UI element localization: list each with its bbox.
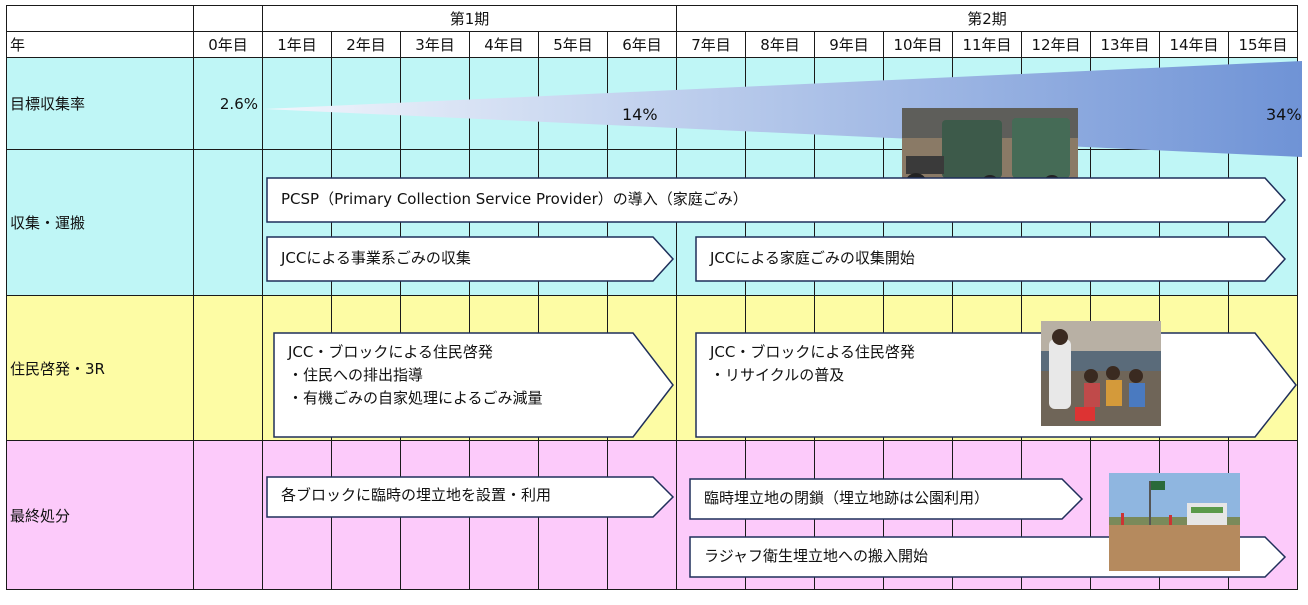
year-6-header: 6年目 [607, 31, 677, 58]
year-0-header: 0年目 [193, 31, 263, 58]
period-2-header: 第2期 [676, 5, 1298, 32]
year-1-header: 1年目 [262, 31, 332, 58]
empty-year0-cell [193, 5, 263, 32]
year-2-header: 2年目 [331, 31, 401, 58]
education-arrow-1-item-2: ・有機ごみの自家処理によるごみ減量 [288, 389, 543, 407]
education-arrow-1-item-1: ・住民への排出指導 [288, 366, 424, 384]
end-rate-value: 34% [1266, 105, 1302, 124]
pcsp-arrow: PCSP（Primary Collection Service Provider… [266, 177, 1287, 223]
landfill-site-photo [1109, 473, 1240, 571]
final-disposal-label: 最終処分 [6, 440, 194, 590]
empty-corner-cell [6, 5, 194, 32]
jcc-business-waste-text: JCCによる事業系ごみの収集 [281, 249, 471, 267]
landfill-closure-arrow: 臨時埋立地の閉鎖（埋立地跡は公園利用） [689, 478, 1084, 520]
collection-label: 収集・運搬 [6, 149, 194, 296]
temporary-landfill-arrow: 各ブロックに臨時の埋立地を設置・利用 [266, 476, 675, 518]
period-1-header: 第1期 [262, 5, 677, 32]
collection-rate-wedge [264, 61, 1302, 157]
year-3-header: 3年目 [400, 31, 470, 58]
jcc-household-waste-arrow: JCCによる家庭ごみの収集開始 [695, 236, 1287, 282]
pcsp-arrow-text: PCSP（Primary Collection Service Provider… [281, 190, 748, 208]
year-11-header: 11年目 [952, 31, 1022, 58]
mid-rate-value: 14% [622, 105, 658, 124]
lajaf-landfill-text: ラジャフ衛生埋立地への搬入開始 [704, 547, 928, 565]
jcc-household-waste-text: JCCによる家庭ごみの収集開始 [710, 249, 915, 267]
year-5-header: 5年目 [538, 31, 608, 58]
year-7-header: 7年目 [676, 31, 746, 58]
temporary-landfill-text: 各ブロックに臨時の埋立地を設置・利用 [281, 486, 552, 504]
year-15-header: 15年目 [1228, 31, 1298, 58]
year-12-header: 12年目 [1021, 31, 1091, 58]
education-arrow-2-item-1: ・リサイクルの普及 [710, 366, 845, 384]
jcc-business-waste-arrow: JCCによる事業系ごみの収集 [266, 236, 675, 282]
year-13-header: 13年目 [1090, 31, 1160, 58]
year-4-header: 4年目 [469, 31, 539, 58]
education-arrow-1-title: JCC・ブロックによる住民啓発 [288, 343, 493, 361]
year-9-header: 9年目 [814, 31, 884, 58]
education-arrow-1: JCC・ブロックによる住民啓発 ・住民への排出指導 ・有機ごみの自家処理によるご… [273, 332, 674, 438]
education-arrow-2: JCC・ブロックによる住民啓発 ・リサイクルの普及 [695, 332, 1297, 438]
year-label: 年 [6, 31, 194, 58]
start-rate-value: 2.6% [193, 57, 263, 150]
landfill-closure-text: 臨時埋立地の閉鎖（埋立地跡は公園利用） [704, 489, 990, 507]
year-8-header: 8年目 [745, 31, 815, 58]
community-meeting-photo [1041, 321, 1161, 426]
period-header-row: 第1期 第2期 [6, 5, 1298, 32]
target-rate-label: 目標収集率 [6, 57, 194, 150]
year-10-header: 10年目 [883, 31, 953, 58]
year-14-header: 14年目 [1159, 31, 1229, 58]
year-header-row: 年 0年目 1年目 2年目 3年目 4年目 5年目 6年目 7年目 8年目 9年… [6, 31, 1298, 58]
education-label: 住民啓発・3R [6, 295, 194, 441]
education-arrow-2-title: JCC・ブロックによる住民啓発 [710, 343, 915, 361]
